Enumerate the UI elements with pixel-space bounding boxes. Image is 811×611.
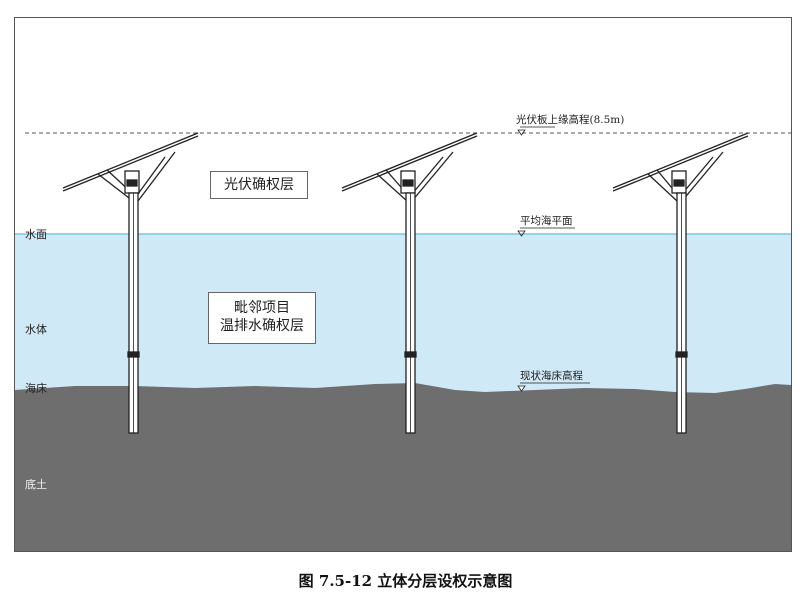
- seabed-subsoil-area: [15, 383, 791, 551]
- layering-diagram: [15, 126, 791, 551]
- pv-support-structure-1: [62, 132, 199, 434]
- water-layer-label: 毗邻项目 温排水确权层: [208, 292, 316, 344]
- pv-layer-label: 光伏确权层: [210, 171, 308, 199]
- pv-support-structure-3: [612, 132, 749, 434]
- pv-support-structure-2: [341, 132, 478, 434]
- pv-layer-text: 光伏确权层: [224, 177, 294, 193]
- water-layer-text-line1: 毗邻项目: [234, 300, 290, 316]
- elevation-label-seabed: 现状海床高程: [520, 370, 583, 382]
- diagram-frame: 光伏确权层 毗邻项目 温排水确权层 水面 水体 海床 底土 光伏板上缘高程(8.…: [14, 17, 792, 552]
- elevation-marker-seabed: [517, 382, 590, 392]
- figure-caption: 图 7.5-12 立体分层设权示意图: [298, 572, 513, 590]
- elevation-label-pv-top: 光伏板上缘高程(8.5m): [516, 114, 625, 126]
- side-label-seabed: 海床: [25, 382, 47, 395]
- elevation-marker-mean-sea: [517, 227, 575, 237]
- elevation-label-mean-sea: 平均海平面: [520, 215, 573, 227]
- elevation-marker-pv-top: [517, 126, 555, 136]
- water-layer-text-line2: 温排水确权层: [220, 318, 304, 334]
- side-label-subsoil: 底土: [25, 478, 47, 491]
- side-label-water-body: 水体: [25, 323, 47, 336]
- water-body-area: [15, 234, 791, 394]
- side-label-water-surface: 水面: [25, 228, 47, 241]
